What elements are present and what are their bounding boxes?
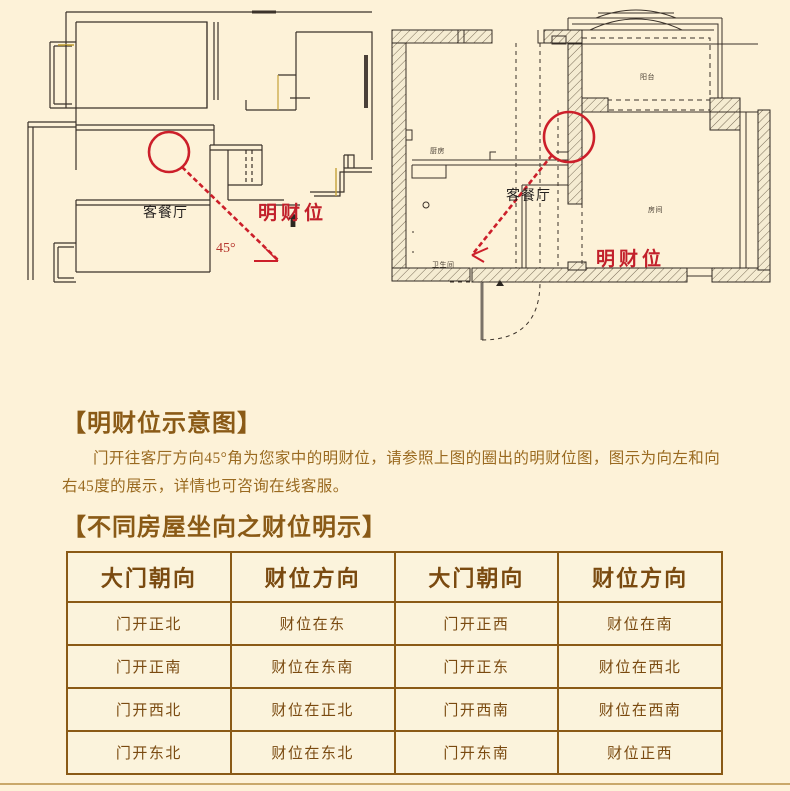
table-cell: 财位在西北 [557,644,723,689]
table-cell: 门开西北 [66,687,232,732]
table-cell: 门开东北 [66,730,232,775]
bottom-divider [0,783,790,785]
wealth-pointer-line-left [181,166,279,261]
angle-label-45-left: 45° [216,241,236,256]
floor-plan-left [27,10,373,283]
room-label-living-dining-right: 客餐厅 [506,187,551,203]
floor-plan-illustrations: 客餐厅 明财位 45° 阳台 厨房 卫生间 房间 客餐厅 明财位 [0,0,790,395]
table-cell: 门开正南 [66,644,232,689]
table-cell: 财位在东 [229,601,396,646]
wealth-position-label-right: 明财位 [596,249,666,270]
room-label-bathroom: 卫生间 [432,262,455,269]
wealth-pointer-line-right [470,154,554,256]
table-header-wealth-direction-1: 财位方向 [229,551,396,603]
table-header-wealth-direction-2: 财位方向 [557,551,723,603]
table-cell: 财位在西南 [557,687,723,732]
table-header-door-direction-2: 大门朝向 [393,551,560,603]
table-row: 门开东北 财位在东北 门开东南 财位正西 [66,730,723,775]
heading-wealth-position-diagram: 【明财位示意图】 [62,410,262,437]
room-label-bedroom: 房间 [648,207,663,214]
room-label-balcony: 阳台 [640,74,655,81]
room-label-living-dining-left: 客餐厅 [143,204,188,220]
heading-orientation-table: 【不同房屋坐向之财位明示】 [62,514,387,541]
wealth-position-circle-left [147,130,191,174]
door-direction-arrow [288,212,298,227]
table-cell: 门开东南 [393,730,560,775]
table-cell: 财位正西 [557,730,723,775]
table-cell: 门开正东 [393,644,560,689]
paragraph-wealth-position-description: 门开往客厅方向45°角为您家中的明财位，请参照上图的圈出的明财位图，图示为向左和… [62,450,721,495]
table-cell: 门开正西 [393,601,560,646]
floor-plan-right [391,9,771,341]
table-row: 门开西北 财位在正北 门开西南 财位在西南 [66,687,723,732]
table-header-door-direction-1: 大门朝向 [66,551,232,603]
table-cell: 财位在东南 [229,644,396,689]
table-cell: 门开西南 [393,687,560,732]
table-row: 门开正南 财位在东南 门开正东 财位在西北 [66,644,723,689]
wealth-position-label-left: 明财位 [258,203,328,224]
room-label-kitchen: 厨房 [430,148,445,155]
table-cell: 财位在东北 [229,730,396,775]
entry-direction-arrow [496,280,504,286]
table-cell: 财位在南 [557,601,723,646]
table-row: 门开正北 财位在东 门开正西 财位在南 [66,601,723,646]
table-cell: 门开正北 [66,601,232,646]
table-cell: 财位在正北 [229,687,396,732]
wealth-position-circle-right [542,110,596,164]
table-header-row: 大门朝向 财位方向 大门朝向 财位方向 [66,551,723,603]
fortune-direction-table: 大门朝向 财位方向 大门朝向 财位方向 门开正北 财位在东 门开正西 财位在南 … [66,551,723,775]
